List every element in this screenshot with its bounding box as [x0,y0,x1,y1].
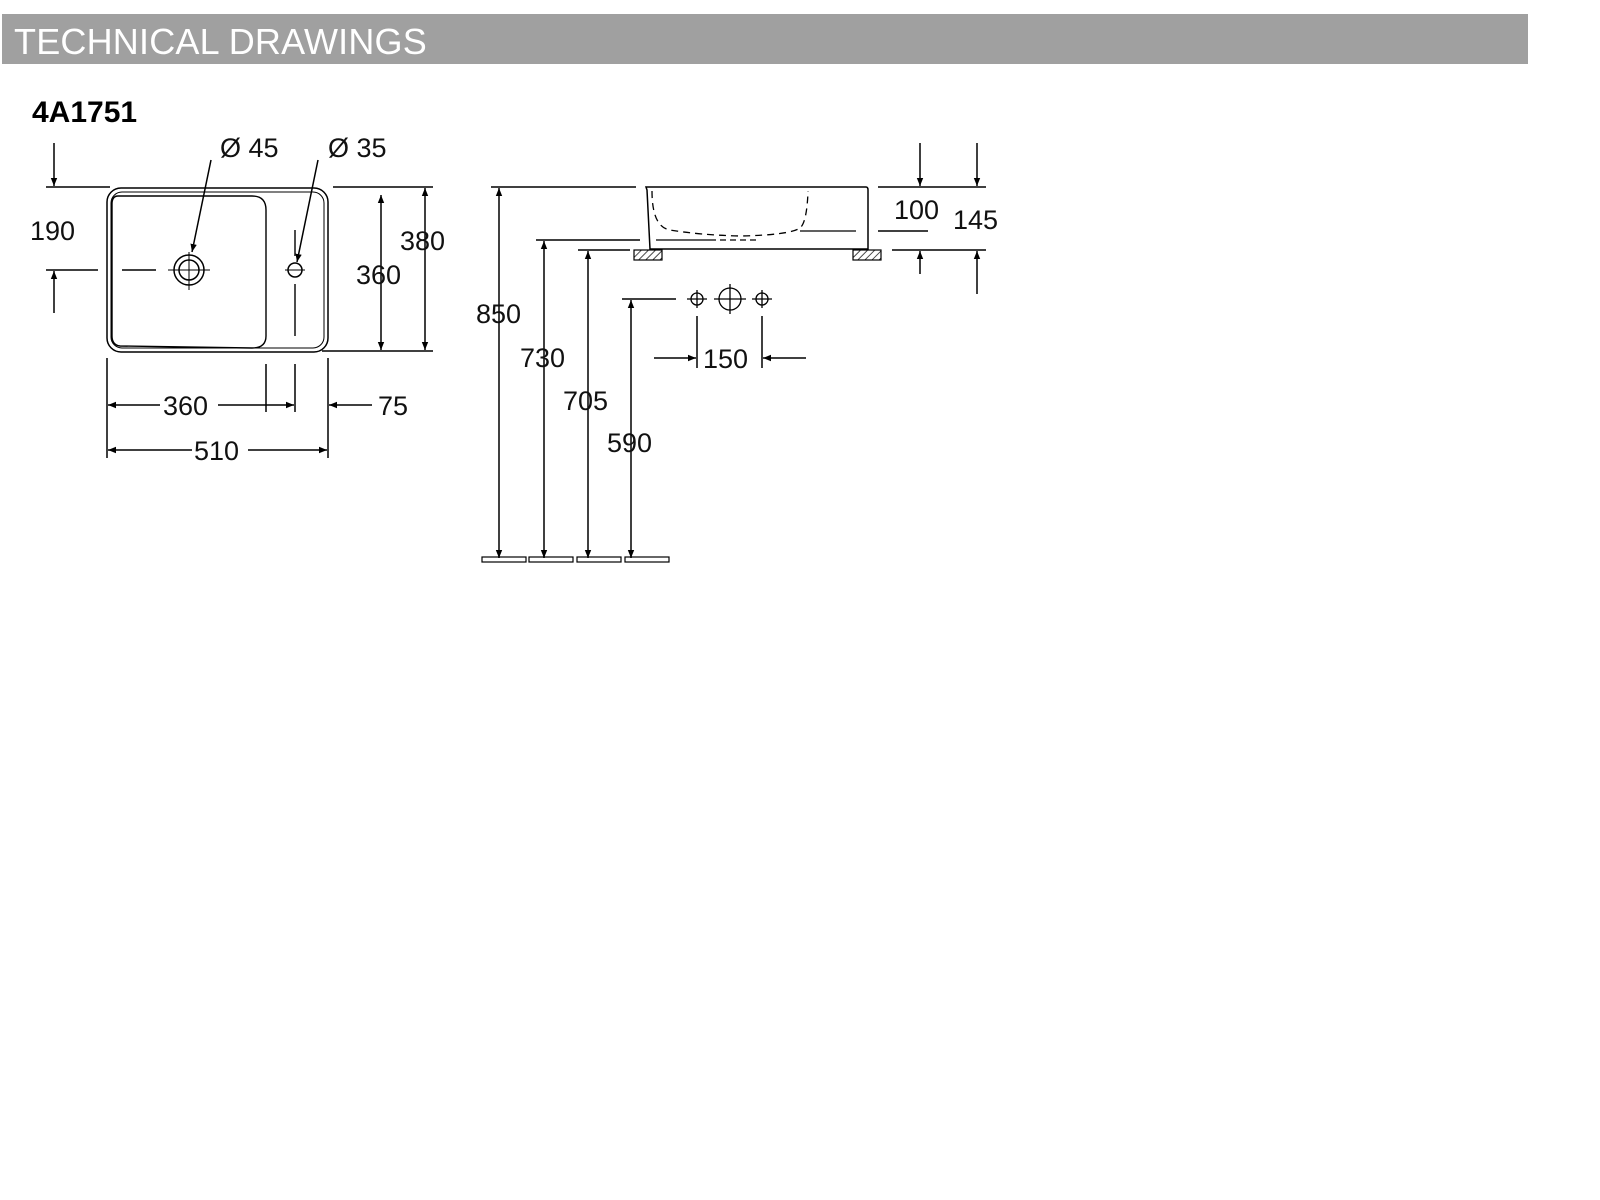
basin-outline-outer [106,187,329,353]
label-depth-380: 380 [400,226,445,256]
label-height-590: 590 [607,428,652,458]
basin-side-outline [644,186,869,250]
floor-plate-1 [481,556,527,563]
label-width-510: 510 [194,436,239,466]
label-offset-190: 190 [30,216,75,246]
bowl-outline [111,195,267,349]
label-diameter-waste: Ø 45 [220,133,279,163]
floor-plate-3 [576,556,622,563]
label-height-850: 850 [476,299,521,329]
label-height-730: 730 [520,343,565,373]
side-view [481,143,986,563]
label-diameter-tap: Ø 35 [328,133,387,163]
model-code: 4A1751 [32,96,138,129]
label-width-360: 360 [163,391,208,421]
label-total-height-145: 145 [953,205,998,235]
foot-left [633,249,663,261]
plan-view [46,143,433,458]
foot-right [852,249,882,261]
waste-outlet [122,252,210,290]
label-width-75: 75 [378,391,408,421]
label-depth-360: 360 [356,260,401,290]
tap-hole [285,230,305,336]
leader-waste [190,159,212,253]
floor-plate-2 [528,556,574,563]
label-tap-spacing-150: 150 [703,344,748,374]
page-title: TECHNICAL DRAWINGS [14,21,427,62]
floor-plate-4 [624,556,670,563]
header-bar [2,14,1528,64]
label-basin-height-100: 100 [894,195,939,225]
label-height-705: 705 [563,386,608,416]
leader-tap [295,159,319,263]
bowl-dashed [651,190,809,237]
tap-fittings [687,284,772,314]
